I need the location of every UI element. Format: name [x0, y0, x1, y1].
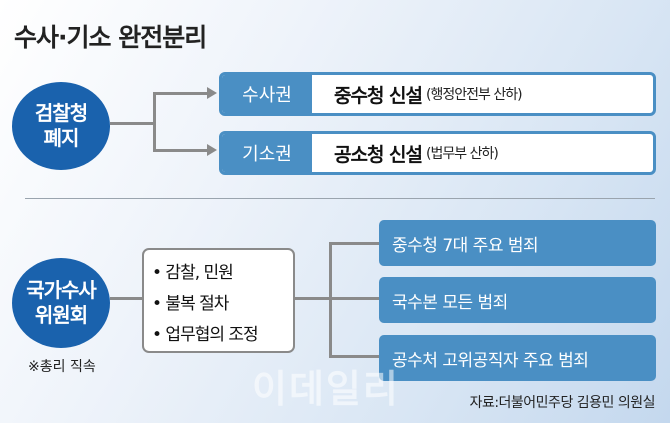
connector-line [153, 92, 156, 152]
node-label-line: 국가수사 [26, 278, 97, 302]
box-sub: (행정안전부 산하) [426, 87, 523, 103]
connector-line [110, 122, 155, 125]
connector-line [329, 242, 332, 358]
node-label-line: 검찰청 [34, 101, 88, 125]
node-label-line: 폐지 [43, 126, 80, 150]
function-item: • 업무협의 조정 [152, 325, 259, 345]
section-divider [25, 198, 655, 199]
connector-line [110, 297, 143, 300]
target-box: 중수청 7대 주요 범죄 [379, 220, 656, 266]
connector-line [295, 297, 331, 300]
connector-line [329, 242, 379, 245]
target-box: 공수처 고위공직자 주요 범죄 [379, 335, 656, 381]
watermark: 이데일리 [252, 367, 400, 411]
target-box: 국수본 모든 범죄 [379, 277, 656, 323]
function-item: • 불복 절차 [152, 294, 229, 314]
box-sub: (법무부 산하) [426, 146, 499, 162]
function-item: • 감찰, 민원 [152, 263, 234, 283]
connector-line [329, 355, 379, 358]
box-main: 중수청 신설 [334, 84, 423, 107]
note: ※총리 직속 [28, 359, 96, 375]
prosecution-power-box: 기소권 공소청 신설 (법무부 산하) [219, 131, 656, 175]
connector-line [329, 297, 379, 300]
arrow-icon [207, 144, 217, 156]
box-label: 수사권 [222, 75, 312, 113]
connector-line [153, 92, 208, 95]
connector-line [153, 149, 208, 152]
investigation-power-box: 수사권 중수청 신설 (행정안전부 산하) [219, 72, 656, 116]
functions-box: • 감찰, 민원 • 불복 절차 • 업무협의 조정 [142, 248, 295, 353]
box-main: 공소청 신설 [334, 143, 423, 166]
node-label-line: 위원회 [34, 303, 88, 327]
source-credit: 자료:더불어민주당 김용민 의원실 [469, 395, 656, 411]
arrow-icon [207, 87, 217, 99]
diagram-title: 수사·기소 완전분리 [14, 23, 207, 52]
box-label: 기소권 [222, 134, 312, 172]
